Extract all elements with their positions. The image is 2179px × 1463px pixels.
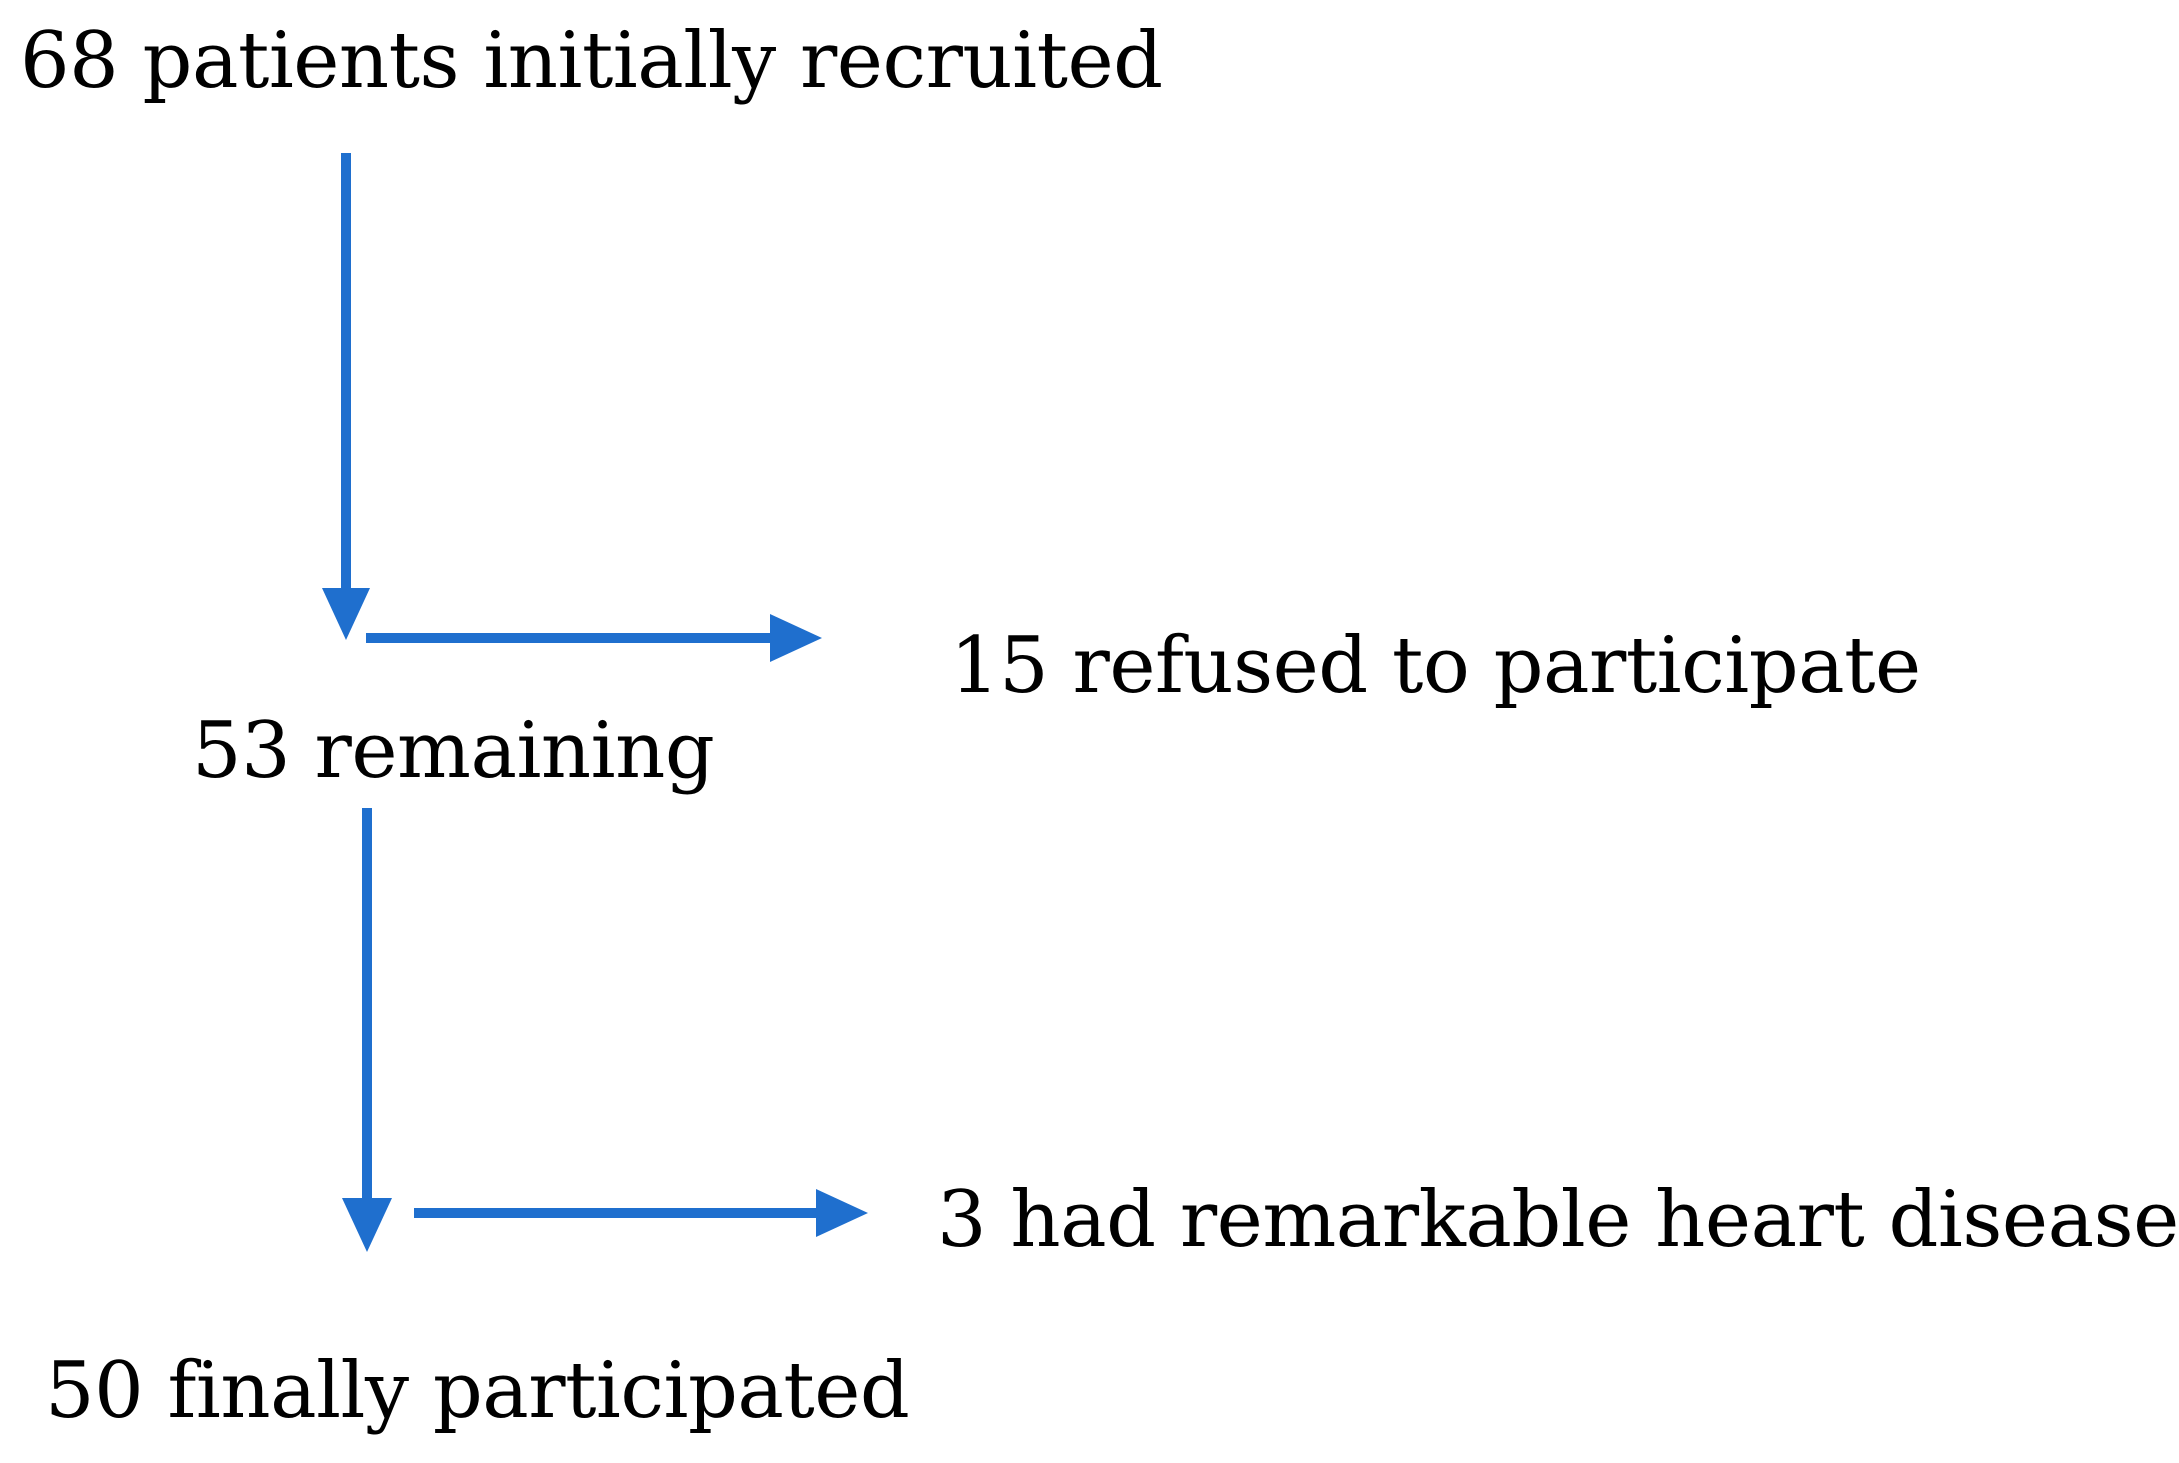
recruited-label: 68 patients initially recruited <box>20 16 1163 106</box>
refused-label: 15 refused to participate <box>950 621 1921 711</box>
final-label: 50 finally participated <box>45 1346 910 1436</box>
arrow-down-1-head <box>322 588 370 640</box>
arrow-right-2-head <box>816 1189 868 1237</box>
heart-disease-label: 3 had remarkable heart disease <box>937 1175 2179 1265</box>
connector-arrows <box>322 153 868 1252</box>
remaining-label: 53 remaining <box>192 706 715 796</box>
arrow-right-1-head <box>770 614 822 662</box>
arrow-down-2-head <box>342 1198 392 1252</box>
